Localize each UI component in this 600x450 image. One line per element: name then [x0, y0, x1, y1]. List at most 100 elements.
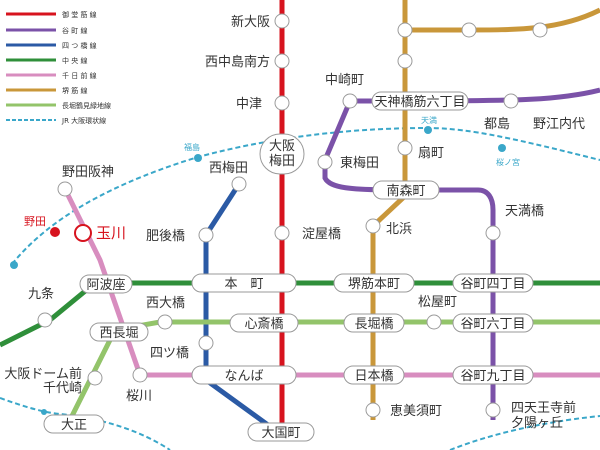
station-label-tanimachi6: 谷町六丁目 [460, 317, 525, 332]
station-node-tanimachi4[interactable] [452, 273, 534, 293]
legend: 御 堂 筋 線 谷 町 線 四 つ 橋 線 中 央 線 千 日 前 線 堺 筋 … [6, 10, 111, 125]
station-node-yotsubashi[interactable] [198, 335, 214, 351]
station-label-nippombashi: 日本橋 [354, 369, 393, 384]
station-label-ebisucho: 恵美須町 [390, 404, 442, 419]
station-node-shinsaibashi[interactable] [229, 313, 299, 333]
jr-station-fukushima-dot [194, 154, 202, 162]
station-label-tenjinbashi: 天神橋筋六丁目 [374, 94, 465, 110]
station-label-kitahama: 北浜 [386, 222, 412, 237]
station-label-osaka-umeda-1: 大阪 [269, 139, 295, 154]
station-label-sakaisuji-hommachi: 堺筋本町 [348, 276, 400, 292]
legend-label: 御 堂 筋 線 [62, 10, 97, 19]
station-label-fukushima: 福島 [184, 142, 200, 152]
station-node-awaza[interactable] [79, 274, 133, 294]
station-label-noda: 野田 [24, 215, 46, 228]
station-node-minami-morimachi[interactable] [372, 180, 440, 200]
station-node-higashi-umeda[interactable] [317, 154, 333, 170]
station-node-sakaisuji-east-2[interactable] [532, 22, 548, 38]
station-node-nakazakicho[interactable] [342, 93, 358, 109]
station-label-kujo: 九条 [28, 286, 54, 302]
station-label-nakazakicho: 中崎町 [325, 73, 364, 88]
station-node-ebisucho[interactable] [365, 402, 381, 418]
legend-label: 長堀鶴見緑地線 [62, 101, 111, 110]
station-label-shinsaibashi: 心斎橋 [244, 316, 283, 332]
station-label-minami-morimachi: 南森町 [386, 183, 425, 199]
station-node-hommachi[interactable] [191, 273, 297, 293]
station-node-tenmabashi[interactable] [485, 225, 501, 241]
jr-station-southwest-dot [41, 409, 47, 415]
station-node-tamagawa[interactable] [74, 224, 92, 242]
station-label-noe-uchindai: 野江内代 [533, 116, 585, 132]
station-label-osaka-umeda-2: 梅田 [269, 154, 295, 169]
station-node-noda[interactable] [50, 227, 60, 237]
station-label-higobashi: 肥後橋 [146, 229, 185, 244]
station-node-tenjinbashi[interactable] [371, 91, 469, 111]
station-label-miyakojima: 都島 [484, 117, 510, 132]
station-node-noda-hanshin[interactable] [57, 181, 73, 197]
station-node-nagahoribashi[interactable] [343, 313, 405, 333]
station-label-shitennoji-1: 四天王寺前 [511, 400, 576, 416]
station-label-noda-hanshin: 野田阪神 [62, 165, 114, 180]
station-node-tanimachi9[interactable] [452, 365, 534, 385]
station-node-osaka-dome[interactable] [87, 370, 103, 386]
legend-label: 千 日 前 線 [62, 71, 97, 80]
station-node-nishi-ohashi[interactable] [157, 314, 173, 330]
station-label-sakuranomiya: 桜ノ宮 [496, 157, 520, 167]
station-label-namba: なんば [224, 369, 263, 384]
legend-label: 谷 町 線 [62, 26, 87, 35]
jr-station-west-dot [10, 261, 18, 269]
station-label-sakuragawa: 桜川 [126, 389, 152, 404]
station-label-tanimachi9: 谷町九丁目 [460, 369, 525, 384]
station-node-shin-osaka[interactable] [274, 13, 290, 29]
station-node-matsuyamachi[interactable] [426, 314, 442, 330]
station-node-sakuragawa[interactable] [132, 367, 148, 383]
station-label-nishi-nagahori: 西長堀 [99, 326, 138, 341]
station-node-kitahama[interactable] [365, 218, 381, 234]
station-label-yotsubashi: 四ツ橋 [150, 346, 189, 361]
station-node-higobashi[interactable] [198, 227, 214, 243]
jr-station-tenma-dot [424, 126, 432, 134]
station-label-osaka-dome-1: 大阪ドーム前 [4, 366, 82, 382]
station-node-osaka-umeda[interactable] [259, 133, 305, 175]
station-node-nishinakajima[interactable] [274, 53, 290, 69]
station-node-daikokucho[interactable] [247, 422, 315, 442]
station-label-shin-osaka: 新大阪 [231, 14, 270, 30]
station-label-nagahoribashi: 長堀橋 [354, 317, 393, 332]
station-label-ogimachi: 扇町 [418, 145, 444, 161]
station-label-nishi-umeda: 西梅田 [209, 161, 248, 176]
jr-station-sakuranomiya-dot [498, 144, 506, 152]
legend-label: JR 大阪環状線 [61, 116, 106, 125]
station-node-yodoyabashi[interactable] [274, 225, 290, 241]
station-label-taisho: 大正 [61, 418, 87, 433]
tanimachi-line [322, 87, 600, 420]
station-node-taisho[interactable] [43, 414, 105, 434]
station-node-miyakojima[interactable] [503, 93, 519, 109]
station-node-shitennoji[interactable] [485, 402, 501, 418]
station-label-yodoyabashi: 淀屋橋 [302, 227, 341, 242]
station-node-sakaisuji-north-2[interactable] [397, 53, 413, 69]
station-label-nakatsu: 中津 [236, 97, 262, 112]
station-label-awaza: 阿波座 [86, 278, 125, 293]
station-node-sakaisuji-north-1[interactable] [397, 22, 413, 38]
station-label-tenma: 天満 [421, 116, 437, 125]
station-label-shitennoji-2: 夕陽ヶ丘 [511, 416, 563, 431]
legend-label: 中 央 線 [62, 56, 87, 65]
station-node-nippombashi[interactable] [343, 365, 405, 385]
station-label-daikokucho: 大国町 [261, 426, 300, 441]
station-node-namba[interactable] [191, 365, 297, 385]
station-node-sakaisuji-east-1[interactable] [461, 22, 477, 38]
station-label-osaka-dome-2: 千代崎 [43, 381, 82, 396]
station-label-tamagawa: 玉川 [96, 224, 126, 242]
station-node-sakaisuji-hommachi[interactable] [333, 273, 415, 293]
station-node-nishi-umeda[interactable] [231, 176, 247, 192]
station-node-tanimachi6[interactable] [452, 313, 534, 333]
station-label-matsuyamachi: 松屋町 [418, 295, 457, 310]
station-node-ogimachi[interactable] [397, 140, 413, 156]
station-node-nakatsu[interactable] [274, 95, 290, 111]
yotsubashi-line [203, 182, 270, 428]
station-label-hommachi: 本 町 [224, 277, 263, 292]
station-node-nishi-nagahori[interactable] [89, 322, 149, 342]
station-label-tanimachi4: 谷町四丁目 [460, 277, 525, 292]
station-label-nishi-ohashi: 西大橋 [146, 296, 185, 311]
station-node-kujo[interactable] [37, 312, 53, 328]
